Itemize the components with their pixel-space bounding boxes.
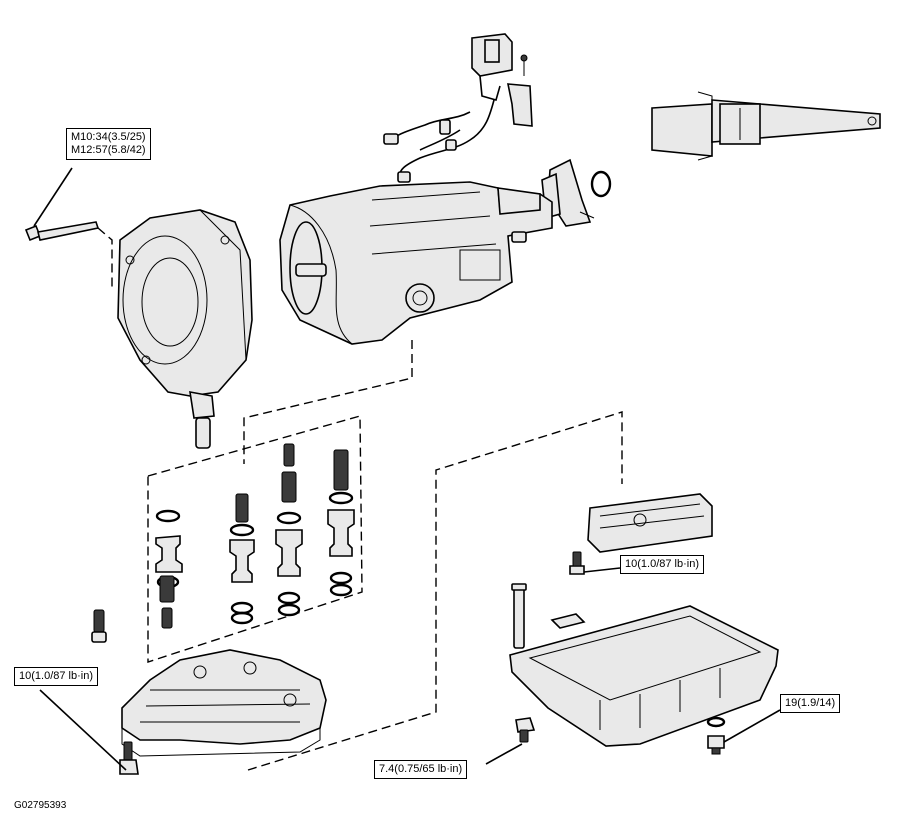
wiring-harness: [383, 33, 533, 183]
strainer-torque-callout: 10(1.0/87 lb·in): [620, 555, 704, 574]
bellhousing-torque-m12: M12:57(5.8/42): [71, 144, 146, 156]
dipstick-tube: [511, 583, 527, 649]
output-flange: [541, 158, 612, 227]
oil-pan: [509, 605, 779, 747]
transmission-case: [279, 181, 553, 345]
oil-strainer: [587, 493, 713, 553]
valve-body-bolt: [119, 741, 139, 775]
bellhousing-torque-m10: M10:34(3.5/25): [71, 131, 146, 143]
drain-plug-torque-callout: 19(1.9/14): [780, 694, 841, 713]
bell-housing: [117, 209, 253, 449]
valve-body: [121, 649, 327, 757]
valve-parts: [155, 443, 355, 629]
valve-parts-boundary: [147, 415, 363, 663]
strainer-bolt: [569, 551, 585, 575]
figure-id: G02795393: [14, 800, 67, 811]
propeller-shaft: [651, 91, 881, 161]
detent-bolt: [91, 609, 107, 643]
pan-bolt: [515, 717, 536, 743]
bellhousing-torque-callout: M10:34(3.5/25) M12:57(5.8/42): [66, 128, 151, 160]
pan-bolt-torque-callout: 7.4(0.75/65 lb·in): [374, 760, 468, 779]
bellhousing-bolt: [24, 221, 100, 242]
valve-body-torque-callout: 10(1.0/87 lb·in): [14, 667, 98, 686]
drain-plug: [706, 716, 726, 755]
